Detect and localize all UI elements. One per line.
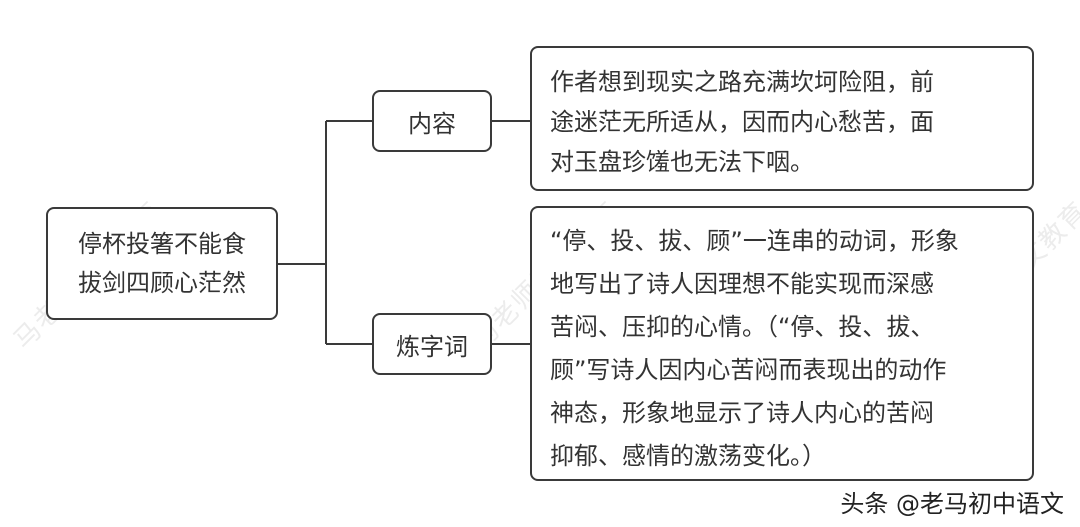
footer-credit: 头条 @老马初中语文 xyxy=(840,490,1064,518)
root-node: 停杯投箸不能食 拔剑四顾心茫然 xyxy=(46,207,278,320)
branch-label: 内容 xyxy=(408,109,456,138)
root-line: 拔剑四顾心茫然 xyxy=(78,268,246,297)
detail-node-content: 作者想到现实之路充满坎坷险阻，前 途迷茫无所适从，因而内心愁苦，面 对玉盘珍馐也… xyxy=(530,46,1034,191)
detail-line: 地写出了诗人因理想不能实现而深感 xyxy=(550,270,934,298)
branch-node-content: 内容 xyxy=(372,90,492,152)
root-line: 停杯投箸不能食 xyxy=(78,229,246,258)
detail-line: 对玉盘珍馐也无法下咽。 xyxy=(550,148,814,176)
detail-line: 顾”写诗人因内心苦闷而表现出的动作 xyxy=(550,356,947,384)
detail-line: 神态，形象地显示了诗人内心的苦闷 xyxy=(550,399,934,427)
detail-line: 途迷茫无所适从，因而内心愁苦，面 xyxy=(550,108,934,136)
branch-node-lianzi: 炼字词 xyxy=(372,313,492,375)
root-to-branch-connector xyxy=(278,119,372,345)
detail-line: “停、投、拔、顾”一连串的动词，形象 xyxy=(550,227,959,255)
detail-line: 抑郁、感情的激荡变化。） xyxy=(550,442,826,470)
detail-line: 苦闷、压抑的心情。（“停、投、拔、 xyxy=(550,313,935,341)
branch-label: 炼字词 xyxy=(396,332,468,361)
detail-line: 作者想到现实之路充满坎坷险阻，前 xyxy=(550,68,934,96)
detail-node-lianzi: “停、投、拔、顾”一连串的动词，形象 地写出了诗人因理想不能实现而深感 苦闷、压… xyxy=(530,206,1034,481)
